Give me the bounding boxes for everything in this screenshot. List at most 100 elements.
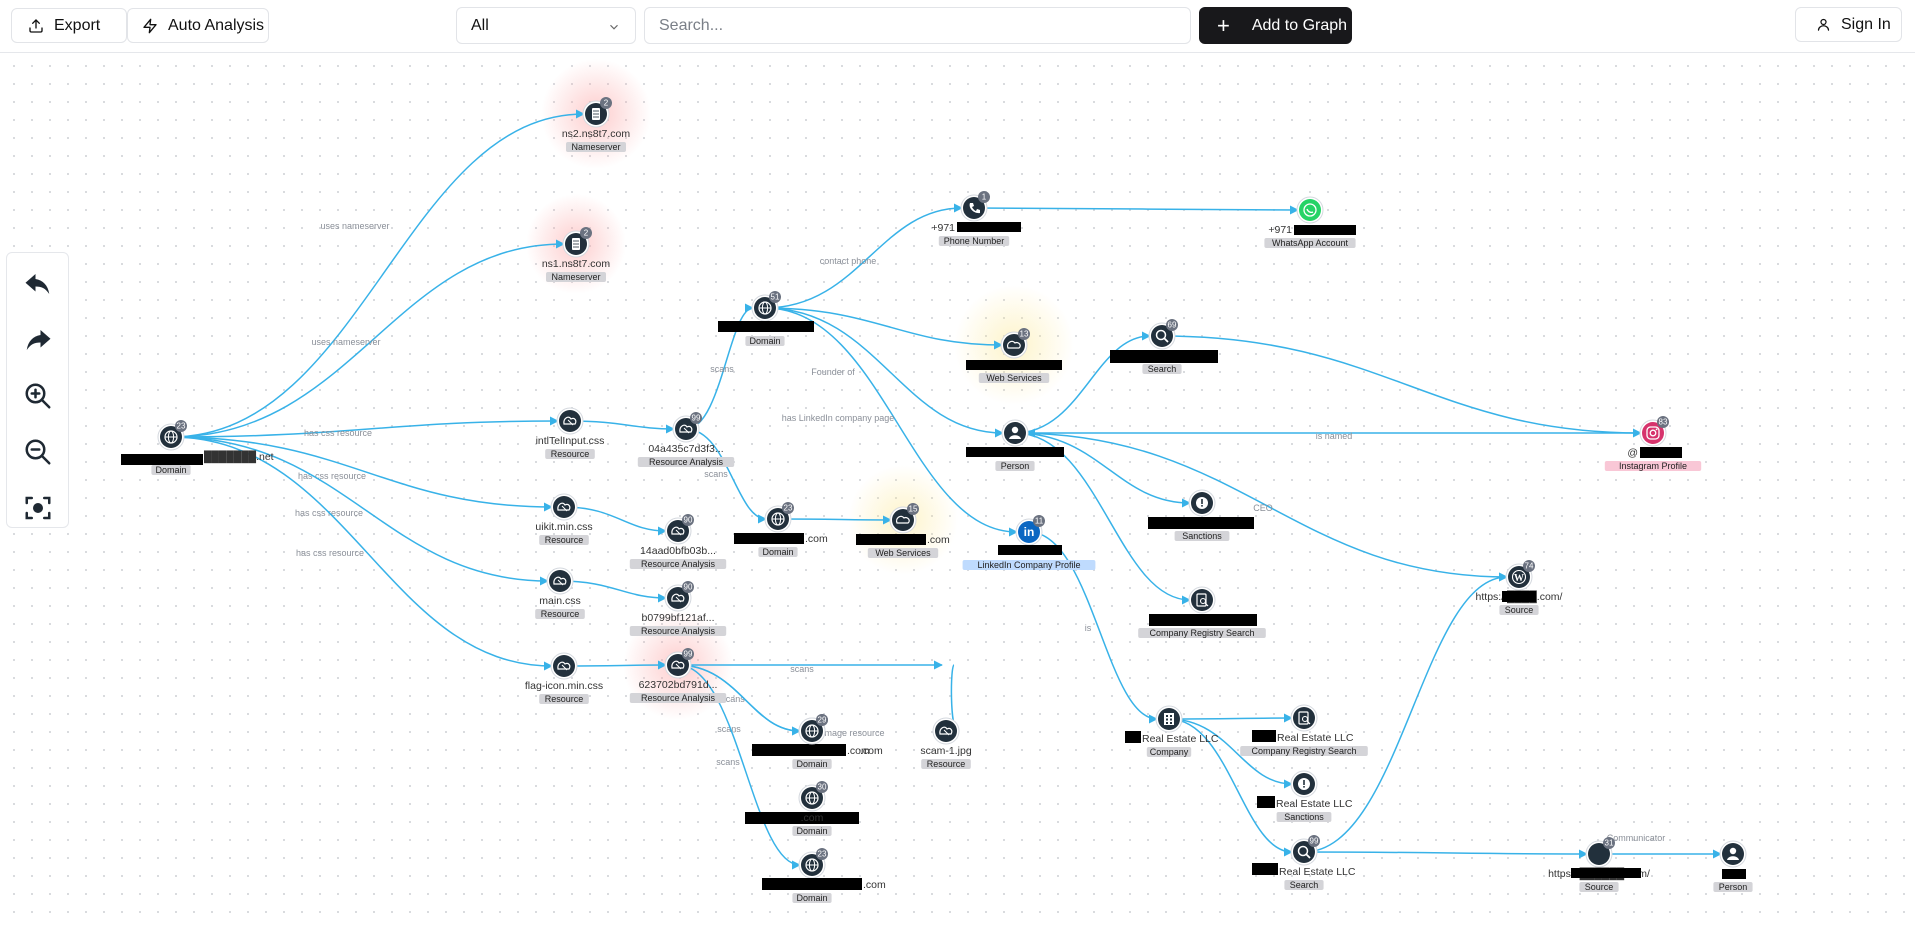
graph-edge[interactable] (170, 109, 585, 438)
type-tag-label: Resource (551, 449, 590, 459)
globe-icon (758, 301, 772, 315)
redaction-block (1294, 225, 1356, 235)
graph-edge[interactable] (569, 420, 675, 434)
graph-edge[interactable] (1014, 432, 1191, 508)
type-tag-label: LinkedIn Company Profile (977, 560, 1080, 570)
zoom-in-button[interactable] (19, 377, 57, 415)
graph-edge[interactable] (685, 428, 767, 524)
graph-edge[interactable] (1014, 331, 1151, 434)
graph-edge[interactable] (677, 664, 801, 870)
node-label: ns2.ns8t7.com (562, 128, 631, 140)
count-badge: 74 (1523, 560, 1535, 572)
graph-edge[interactable] (559, 580, 667, 603)
resource-icon (679, 424, 693, 434)
edge-label: scans (704, 469, 728, 479)
undo-button[interactable] (19, 265, 57, 303)
redaction-block (121, 454, 203, 465)
fit-view-icon (25, 496, 51, 520)
type-tag-label: Source (1585, 882, 1614, 892)
redaction-block (998, 545, 1062, 555)
graph-edge[interactable] (764, 203, 963, 309)
count-badge: 15 (907, 503, 919, 515)
graph-edge[interactable] (170, 436, 553, 671)
redaction-block (966, 360, 1062, 370)
graph-node-source31[interactable]: 31https://██████.com/Source (1548, 837, 1650, 892)
graph-edge[interactable] (777, 515, 892, 525)
graph-edge[interactable] (677, 664, 801, 736)
graph-node-insta[interactable]: 83@Instagram Profile (1604, 416, 1702, 471)
node-label: .com (847, 745, 870, 757)
graph-edge[interactable] (1303, 572, 1508, 853)
graph-node-sanctions1[interactable]: Sanctions (1148, 489, 1254, 541)
zoom-in-icon (25, 383, 51, 409)
graph-edge[interactable] (1014, 432, 1191, 605)
add-to-graph-button[interactable]: + Add to Graph (1199, 7, 1352, 44)
sign-in-button[interactable]: Sign In (1795, 7, 1902, 42)
search-input[interactable]: Search... (644, 7, 1191, 44)
graph-edge[interactable] (170, 436, 553, 512)
graph-node-crs1[interactable]: Company Registry Search (1138, 586, 1266, 638)
graph-node-person[interactable]: Person (966, 419, 1064, 471)
graph-edge[interactable] (973, 205, 1299, 215)
graph-edge[interactable] (764, 307, 1018, 537)
node-label: 623702bd791d... (639, 679, 718, 691)
svg-text:90: 90 (684, 583, 693, 592)
graph-edge[interactable] (1168, 718, 1293, 789)
graph-edge[interactable] (1168, 713, 1293, 723)
lightning-icon (143, 18, 157, 33)
fit-view-button[interactable] (19, 489, 57, 527)
graph-edge[interactable] (170, 436, 549, 586)
graph-edge[interactable] (764, 307, 1004, 438)
graph-edge[interactable] (170, 239, 565, 438)
graph-edge[interactable] (1168, 718, 1293, 857)
graph-edge[interactable] (563, 506, 667, 536)
zoom-out-button[interactable] (19, 433, 57, 471)
graph-node-source74[interactable]: W74https://████.com/Source (1476, 560, 1563, 615)
entity-type-select[interactable]: All (456, 7, 636, 44)
edge-label: is (1085, 623, 1092, 633)
type-tag-label: WhatsApp Account (1272, 238, 1349, 248)
graph-edge[interactable] (563, 660, 667, 670)
auto-analysis-button[interactable]: Auto Analysis (127, 8, 269, 43)
redo-button[interactable] (19, 321, 57, 359)
graph-edge[interactable] (1161, 335, 1642, 438)
graph-edge[interactable] (1014, 432, 1508, 582)
graph-edge[interactable] (1303, 849, 1588, 859)
export-button[interactable]: Export (11, 8, 127, 43)
graph-edge[interactable] (170, 416, 559, 438)
type-tag (539, 694, 589, 704)
graph-node-person2[interactable]: Person (1713, 840, 1753, 892)
graph-edge[interactable] (1028, 531, 1158, 724)
redaction-block (1125, 731, 1141, 743)
graph-edge[interactable] (764, 307, 1003, 350)
